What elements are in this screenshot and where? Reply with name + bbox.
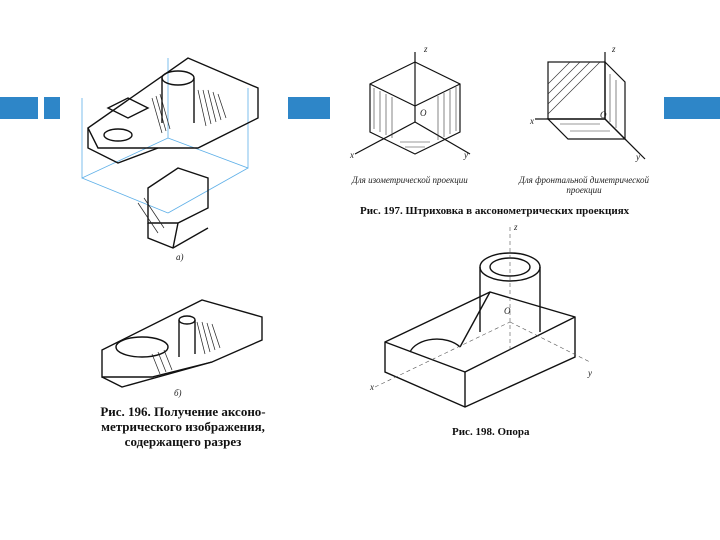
figure-196b-label: б) bbox=[174, 388, 182, 398]
figure-196a-drawing bbox=[81, 57, 259, 249]
axis-o-1: O bbox=[420, 108, 427, 118]
axis-o-2: O bbox=[600, 110, 607, 120]
isometric-label: Для изометрической проекции bbox=[352, 175, 468, 185]
figure-196-caption: Рис. 196. Получение аксоно-метрического … bbox=[100, 404, 266, 449]
accent-bar-left bbox=[0, 97, 38, 119]
accent-bar-left-small bbox=[44, 97, 60, 119]
axis-y-1: y bbox=[464, 150, 468, 160]
axis-x-3: x bbox=[370, 382, 374, 392]
figure-196a-label: а) bbox=[176, 252, 184, 262]
axis-o-3: O bbox=[504, 306, 511, 316]
figure-197-isometric bbox=[354, 52, 471, 155]
accent-bar-middle bbox=[288, 97, 330, 119]
axis-z-2: z bbox=[612, 44, 616, 54]
dimetric-label: Для фронтальной диметрической проекции bbox=[519, 175, 649, 195]
figure-198-caption: Рис. 198. Опора bbox=[452, 426, 530, 438]
figure-197-dimetric bbox=[535, 52, 646, 160]
axis-x-2: x bbox=[530, 116, 534, 126]
accent-bar-right bbox=[664, 97, 720, 119]
axis-z-3: z bbox=[514, 222, 518, 232]
axis-y-3: y bbox=[588, 368, 592, 378]
axis-z-1: z bbox=[424, 44, 428, 54]
axis-x-1: x bbox=[350, 150, 354, 160]
figure-197-caption: Рис. 197. Штриховка в аксонометрических … bbox=[360, 205, 630, 217]
figure-198-drawing bbox=[374, 227, 591, 408]
figure-196b-drawing bbox=[101, 299, 263, 388]
axis-y-2: y bbox=[636, 152, 640, 162]
